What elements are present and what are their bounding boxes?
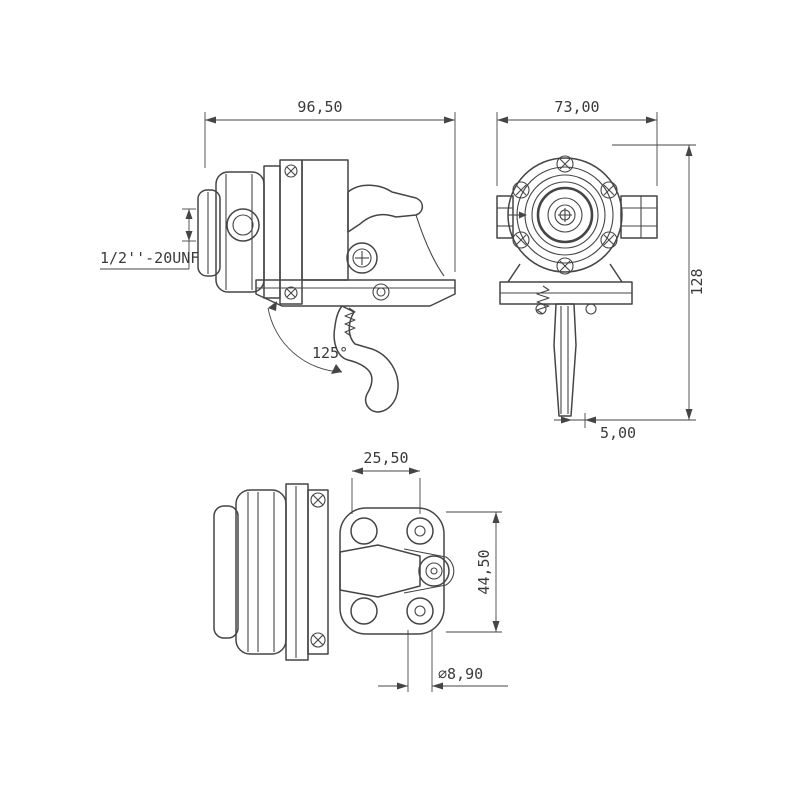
- bottom-lever: [339, 544, 421, 598]
- dim-bolt-spacing-label: 25,50: [363, 449, 408, 467]
- bottom-cover: [235, 489, 287, 655]
- screw-icon: [556, 257, 574, 275]
- bolt-hole: [350, 517, 378, 545]
- side-body: [301, 159, 349, 281]
- bottom-mounting-plate: [339, 507, 445, 635]
- dim-side-width-label: 96,50: [297, 98, 342, 116]
- bottom-boss: [418, 555, 450, 587]
- dim-hole-diameter: ⌀8,90: [378, 630, 508, 692]
- screw-icon: [512, 181, 530, 199]
- side-mounting-flange: [255, 279, 456, 307]
- side-screw-bottom-icon: [284, 286, 298, 300]
- dim-lever-angle: 125°: [267, 301, 348, 374]
- bolt-hole: [350, 597, 378, 625]
- side-view: [197, 159, 456, 413]
- front-right-tab: [620, 195, 658, 239]
- side-screw-top-icon: [284, 164, 298, 178]
- screw-icon: [600, 231, 618, 249]
- dim-thread-spec: 1/2''-20UNF: [100, 208, 199, 270]
- side-inlet-port: [226, 208, 260, 242]
- dim-lever-offset-label: 5,00: [600, 424, 636, 442]
- dim-front-width: 73,00: [496, 98, 658, 186]
- bottom-screw-bottom-icon: [310, 632, 326, 648]
- screw-icon: [600, 181, 618, 199]
- side-cap: [197, 189, 221, 277]
- bottom-flange-plate-2: [307, 489, 329, 655]
- bottom-screw-top-icon: [310, 492, 326, 508]
- dim-bolt-spacing: 25,50: [351, 449, 421, 514]
- dim-thread-spec-label: 1/2''-20UNF: [100, 249, 199, 267]
- dim-overall-height-label: 128: [688, 268, 706, 295]
- side-flange-plate-1: [263, 165, 281, 299]
- dim-flange-height: 44,50: [446, 511, 502, 633]
- dim-hole-diameter-label: ⌀8,90: [438, 665, 483, 683]
- dim-lever-offset: 5,00: [561, 413, 636, 442]
- dim-flange-height-label: 44,50: [475, 549, 493, 594]
- side-lever: [333, 305, 399, 413]
- dim-lever-angle-label: 125°: [312, 344, 348, 362]
- side-flange-plate-2: [279, 159, 303, 305]
- front-left-tab: [496, 195, 514, 239]
- front-lever: [553, 303, 577, 417]
- side-boss: [346, 242, 378, 274]
- bolt-hole: [406, 597, 434, 625]
- screw-icon: [556, 155, 574, 173]
- dim-side-width: 96,50: [204, 98, 456, 272]
- front-screws: [512, 155, 618, 275]
- bolt-hole: [406, 517, 434, 545]
- screw-icon: [512, 231, 530, 249]
- front-spring: [536, 285, 550, 315]
- side-spring: [344, 307, 356, 337]
- side-bracket: [347, 184, 424, 233]
- bottom-flange-plate-1: [285, 483, 309, 661]
- flow-arrow-icon: [508, 211, 527, 219]
- bottom-cap: [213, 505, 239, 639]
- front-view: [496, 155, 658, 417]
- dim-front-width-label: 73,00: [554, 98, 599, 116]
- bottom-view: [213, 483, 455, 661]
- dim-overall-height: 128: [554, 144, 706, 421]
